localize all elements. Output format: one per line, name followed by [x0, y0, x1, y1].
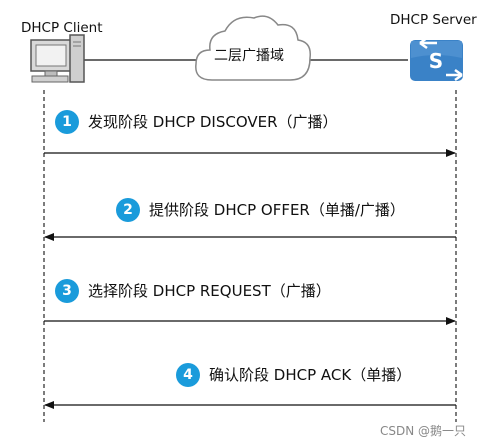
switch-icon: S	[410, 36, 463, 82]
step-number-badge: 1	[55, 110, 79, 134]
client-label: DHCP Client	[21, 20, 103, 36]
step-request: 3 选择阶段 DHCP REQUEST（广播）	[55, 279, 331, 303]
cloud-icon	[195, 15, 311, 81]
watermark: CSDN @鹅一只	[380, 424, 467, 438]
step-text: 提供阶段 DHCP OFFER（单播/广播）	[149, 201, 405, 219]
step-number-badge: 2	[116, 198, 140, 222]
step-text: 选择阶段 DHCP REQUEST（广播）	[88, 282, 331, 300]
step-offer: 2 提供阶段 DHCP OFFER（单播/广播）	[116, 198, 405, 222]
switch-icon-letter: S	[429, 49, 443, 73]
server-label: DHCP Server	[390, 12, 477, 28]
step-text: 确认阶段 DHCP ACK（单播）	[209, 366, 412, 384]
step-discover: 1 发现阶段 DHCP DISCOVER（广播）	[55, 110, 338, 134]
step-text: 发现阶段 DHCP DISCOVER（广播）	[88, 113, 338, 131]
step-ack: 4 确认阶段 DHCP ACK（单播）	[176, 363, 411, 387]
step-number-badge: 4	[176, 363, 200, 387]
computer-icon	[30, 34, 85, 83]
network-label: 二层广播域	[214, 48, 284, 64]
step-number-badge: 3	[55, 279, 79, 303]
